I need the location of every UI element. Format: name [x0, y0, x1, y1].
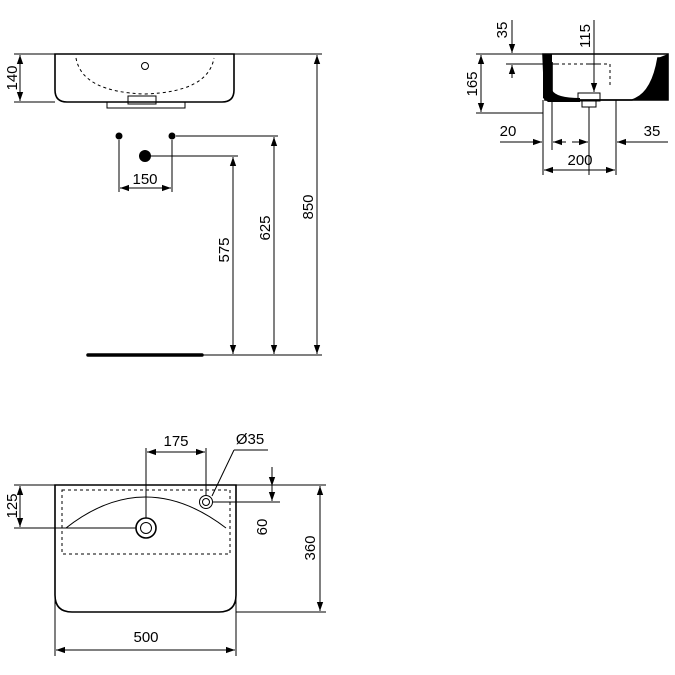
plan-view: 175 Ø35 125 60 360 500 [4, 431, 326, 656]
plan-tap-hole-inner [202, 498, 210, 506]
dim-depth: 360 [302, 535, 319, 560]
dim-top-offset: 35 [494, 22, 511, 39]
dim-tap-to-edge: 125 [4, 493, 21, 518]
side-wall-thick [543, 54, 580, 102]
dim-bowl-depth: 115 [577, 24, 594, 48]
side-bowl-hidden [556, 63, 611, 86]
supply-point-left [115, 132, 123, 140]
leader-tap-hole [211, 449, 235, 497]
dim-waste-offset: 200 [567, 152, 592, 169]
supply-point-right [168, 132, 176, 140]
dim-basin-height: 140 [4, 65, 21, 90]
dim-wall-gap: 20 [500, 123, 517, 140]
side-view: 35 115 165 20 35 200 [464, 20, 669, 175]
dim-rim-height: 850 [300, 194, 317, 219]
plan-deck-hidden [61, 489, 231, 555]
dim-tap-to-waste: 60 [254, 519, 271, 536]
plan-tap-hole [199, 495, 213, 509]
front-waste-neck [127, 95, 157, 105]
dim-front-lip: 35 [644, 123, 661, 140]
front-tap-hole [141, 62, 149, 70]
plan-waste-inner [140, 522, 152, 534]
front-basin-outline [54, 53, 235, 103]
front-waste-block [106, 101, 186, 109]
dim-tap-spacing: 150 [132, 171, 157, 188]
dim-width: 500 [133, 629, 158, 646]
side-waste-outlet [581, 100, 597, 108]
dim-tap-hole-dia: Ø35 [236, 431, 264, 448]
dim-waste-height: 575 [216, 237, 233, 262]
dim-supply-height: 625 [257, 215, 274, 240]
front-bowl-hidden [75, 57, 215, 95]
dim-tap-offset: 175 [163, 433, 188, 450]
front-view: 140 150 575 625 850 [4, 53, 322, 357]
side-front-lip [632, 54, 668, 100]
waste-point [139, 150, 151, 162]
plan-waste-outer [135, 517, 157, 539]
dim-overall-height: 165 [464, 71, 481, 96]
